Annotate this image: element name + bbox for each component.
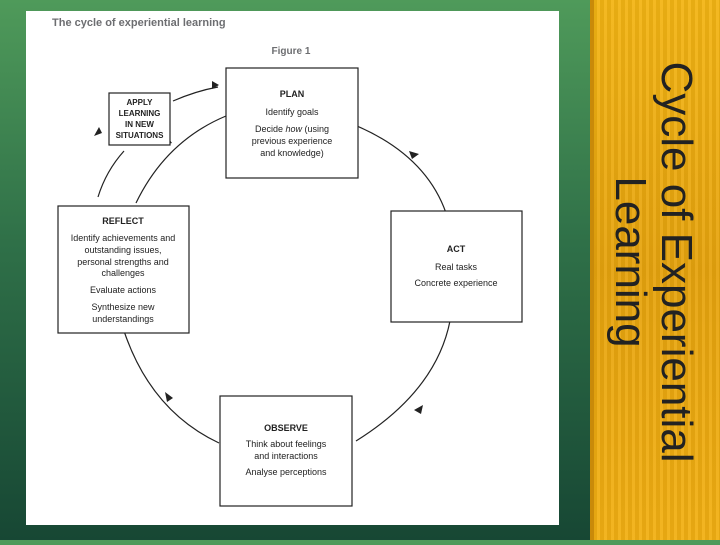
plan-line: previous experience <box>252 136 333 146</box>
node-act: ACT Real tasks Concrete experience <box>390 210 523 323</box>
plan-line: and knowledge) <box>260 148 324 158</box>
arc-plan-to-act <box>356 125 447 214</box>
arrowhead-icon <box>409 151 419 159</box>
reflect-line: challenges <box>101 268 145 278</box>
observe-line: and interactions <box>254 451 318 461</box>
apply-title-line: IN NEW <box>125 120 154 129</box>
node-apply: APPLY LEARNING IN NEW SITUATIONS <box>108 92 171 146</box>
side-title-line-1: Cycle of Experiential <box>652 61 701 462</box>
plan-title: PLAN <box>280 89 305 99</box>
figure-heading: The cycle of experiential learning <box>52 17 226 29</box>
arrowhead-icon <box>165 392 173 402</box>
act-line: Real tasks <box>435 262 478 272</box>
arc-reflect-to-apply <box>97 150 125 198</box>
reflect-line: outstanding issues, <box>84 245 161 255</box>
reflect-line: Evaluate actions <box>90 285 157 295</box>
reflect-title: REFLECT <box>102 216 144 226</box>
reflect-line: understandings <box>92 314 154 324</box>
plan-line: Identify goals <box>265 107 319 117</box>
cycle-diagram: The cycle of experiential learning Figur… <box>52 17 523 507</box>
observe-line: Think about feelings <box>246 439 327 449</box>
reflect-line: personal strengths and <box>77 257 169 267</box>
reflect-line: Identify achievements and <box>71 233 176 243</box>
arrowhead-icon <box>414 405 423 414</box>
observe-line: Analyse perceptions <box>245 467 327 477</box>
act-line: Concrete experience <box>414 278 497 288</box>
plan-line-emphasis: how <box>285 124 302 134</box>
act-title: ACT <box>447 244 466 254</box>
arc-apply-to-plan <box>172 86 219 102</box>
node-plan: PLAN Identify goals Decide how (using pr… <box>225 67 359 179</box>
figure-panel: The cycle of experiential learning Figur… <box>26 11 559 525</box>
cycle-arrows <box>97 86 451 444</box>
apply-title-line: SITUATIONS <box>116 131 165 140</box>
reflect-line: Synthesize new <box>91 302 155 312</box>
arc-observe-to-reflect <box>123 330 220 444</box>
plan-line: Decide how (using <box>255 124 329 134</box>
side-title-line-2: Learning <box>606 176 655 347</box>
apply-title-line: LEARNING <box>119 109 161 118</box>
arrowhead-icon <box>94 127 102 136</box>
figure-caption: Figure 1 <box>272 46 311 57</box>
arrowhead-icon <box>212 81 219 89</box>
apply-title-line: APPLY <box>127 98 154 107</box>
plan-line-part: Decide <box>255 124 286 134</box>
plan-line-part: (using <box>302 124 329 134</box>
arc-act-to-observe <box>355 320 451 442</box>
side-title-panel: Cycle of Experiential Learning <box>590 0 720 540</box>
arc-reflect-to-plan <box>135 115 227 204</box>
node-reflect: REFLECT Identify achievements and outsta… <box>57 205 190 334</box>
side-title: Cycle of Experiential Learning <box>606 61 701 462</box>
observe-title: OBSERVE <box>264 423 308 433</box>
node-observe: OBSERVE Think about feelings and interac… <box>219 395 353 507</box>
